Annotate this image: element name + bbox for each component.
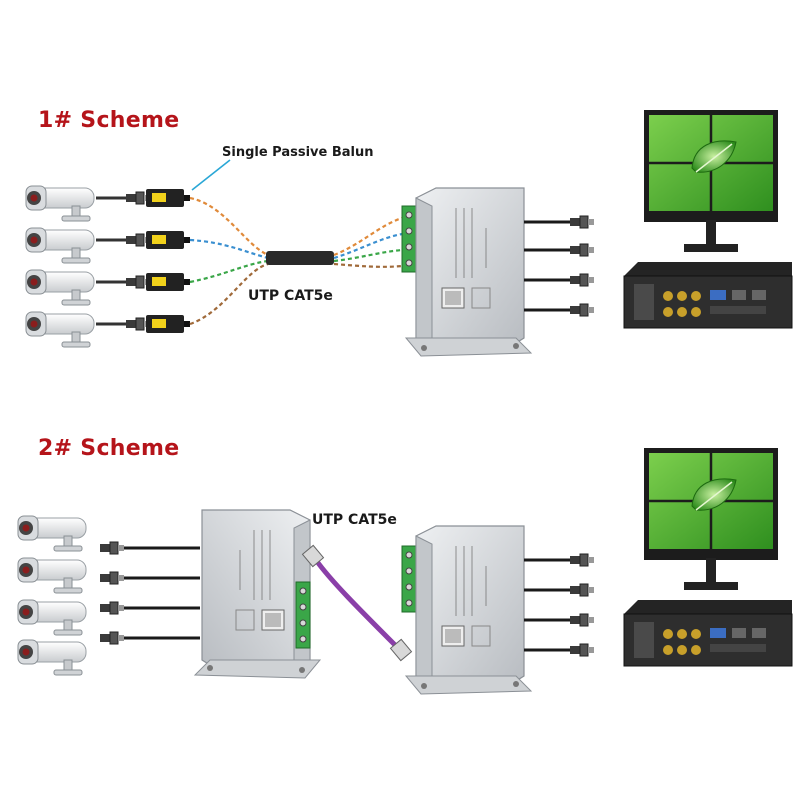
bnc-connector-icon: [569, 243, 595, 257]
bnc-connector-icon: [99, 601, 125, 615]
bnc-connector-icon: [569, 215, 595, 229]
dvr-recorder-icon: [623, 599, 793, 667]
utp-cable: [266, 251, 334, 265]
monitor-icon: [642, 108, 780, 254]
camera-icon: [17, 599, 87, 636]
camera-icon: [25, 269, 95, 306]
bnc-connector-icon: [569, 303, 595, 317]
camera-icon: [25, 311, 95, 348]
terminal-block-icon: [401, 205, 417, 273]
terminal-block-icon: [295, 581, 311, 649]
camera-icon: [25, 227, 95, 264]
scheme2-cameras: [17, 515, 87, 676]
bnc-connector-icon: [99, 541, 125, 555]
balun-pointer: [191, 159, 231, 191]
bnc-connector-icon: [569, 643, 595, 657]
monitor-icon: [642, 446, 780, 592]
bnc-connector-icon: [99, 631, 125, 645]
rj45-plug-icon: [389, 638, 413, 662]
scheme2-cable-label: UTP CAT5e: [312, 512, 397, 528]
dvr-recorder-icon: [623, 261, 793, 329]
camera-icon: [17, 639, 87, 676]
bnc-connector-icon: [569, 613, 595, 627]
scheme1-title: 1# Scheme: [38, 108, 180, 133]
patch-cable: [313, 558, 402, 652]
video-balun-hub-icon: [405, 187, 532, 357]
camera-icon: [17, 515, 87, 552]
rj45-plug-icon: [301, 544, 325, 568]
terminal-block-icon: [401, 545, 417, 613]
single-balun-label: Single Passive Balun: [222, 145, 374, 160]
scheme2-title: 2# Scheme: [38, 436, 180, 461]
bnc-connector-icon: [569, 583, 595, 597]
video-balun-hub-icon: [405, 525, 532, 695]
balun-icon: [146, 315, 190, 333]
balun-icon: [146, 231, 190, 249]
bnc-connector-icon: [99, 571, 125, 585]
balun-icon: [146, 189, 190, 207]
camera-icon: [25, 185, 95, 222]
bnc-connector-icon: [569, 553, 595, 567]
scheme1-cameras: [25, 185, 95, 348]
balun-icon: [146, 273, 190, 291]
bnc-connector-icon: [569, 273, 595, 287]
scheme1-cable-label: UTP CAT5e: [248, 288, 333, 304]
camera-icon: [17, 557, 87, 594]
